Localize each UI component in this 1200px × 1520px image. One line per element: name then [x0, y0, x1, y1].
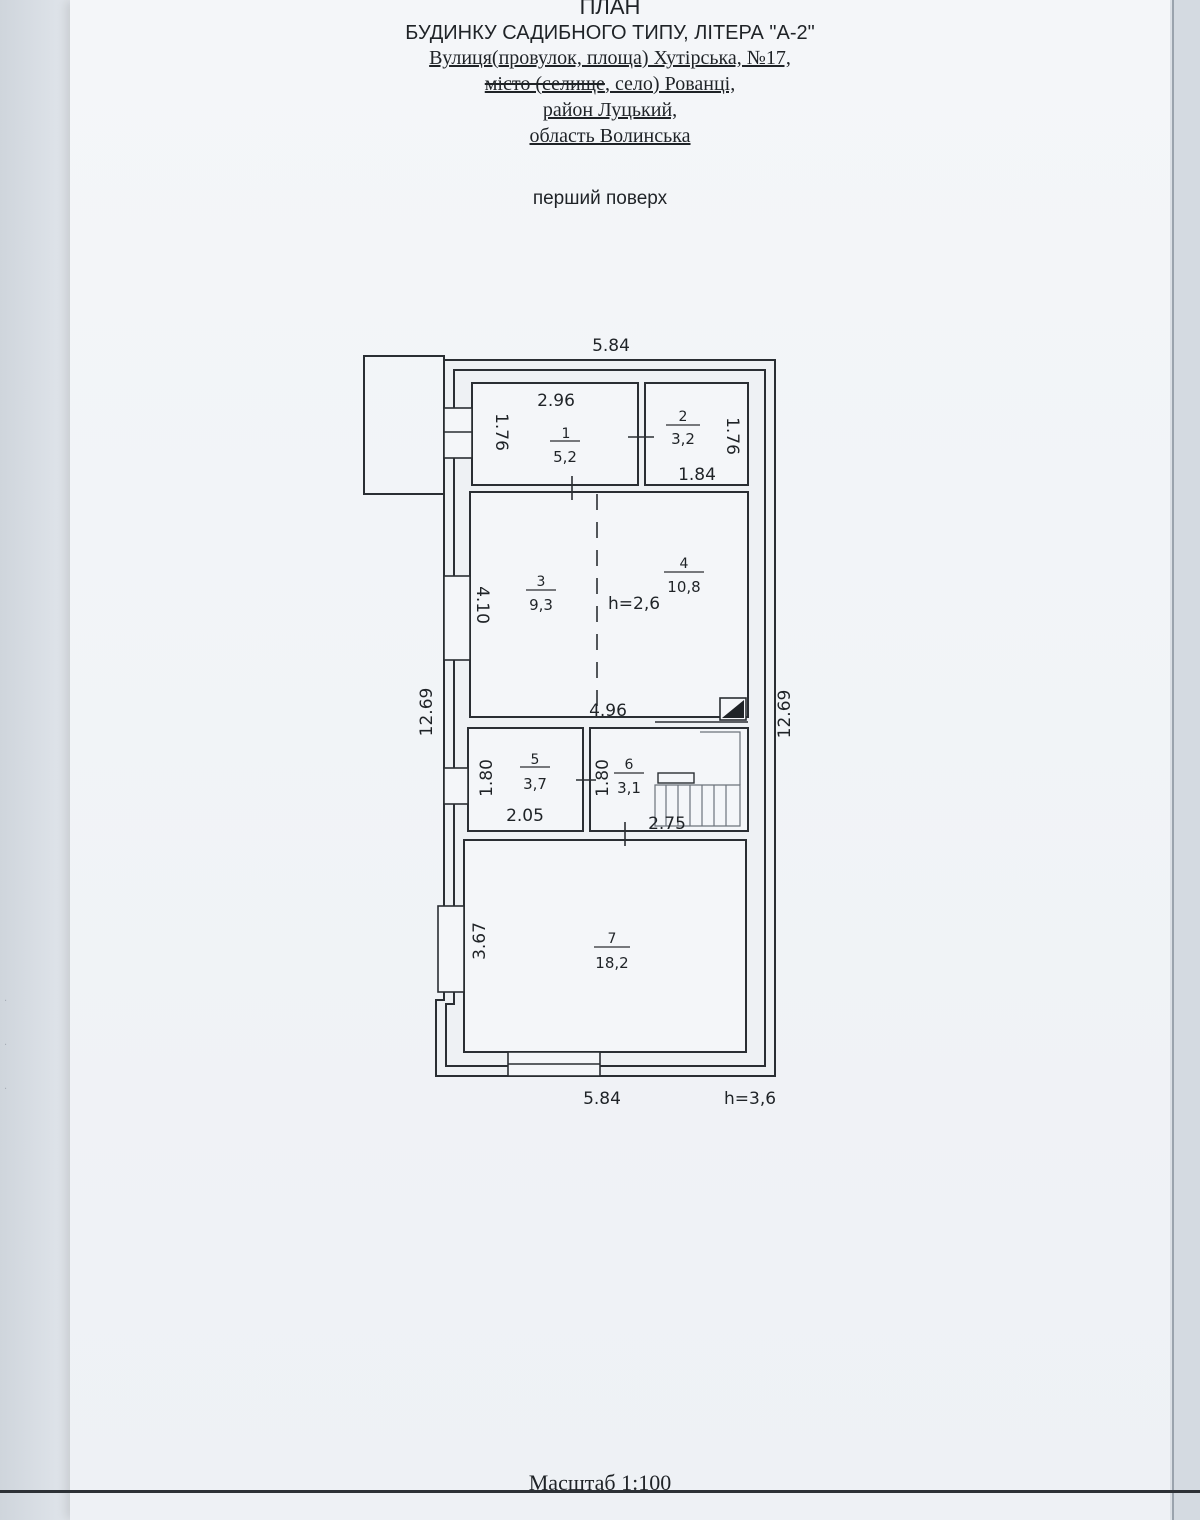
- street-text: Вулиця(провулок, площа) Хутірська, №17,: [429, 47, 791, 69]
- room-2-outline: [644, 382, 749, 486]
- room-4-area: 10,8: [667, 578, 700, 596]
- room-1-area: 5,2: [553, 448, 577, 466]
- stair-arrow: [657, 772, 695, 784]
- room-2-number: 2: [679, 409, 688, 425]
- chimney-fill: [722, 700, 744, 718]
- dim-room2-width: 1.84: [678, 465, 716, 485]
- dim-room5-width: 2.05: [506, 806, 544, 826]
- dim-mid-width: 4.96: [589, 701, 627, 721]
- dim-room6-width: 2.75: [648, 814, 686, 834]
- dim-bottom-width: 5.84: [583, 1089, 621, 1109]
- region-text: область Волинська: [529, 125, 691, 147]
- room-7-area: 18,2: [595, 954, 628, 972]
- room-6-number: 6: [625, 757, 634, 773]
- page-edge: [1172, 0, 1200, 1520]
- dim-top-width: 5.84: [592, 336, 630, 356]
- underlying-page: [0, 0, 80, 1520]
- porch: [363, 355, 445, 495]
- window-left-4: [437, 905, 465, 993]
- room-7-number: 7: [608, 931, 617, 947]
- dim-room6-height: 1.80: [593, 759, 613, 797]
- outer-wall-inner-line: [445, 369, 766, 1067]
- dim-right-height: 12.69: [775, 690, 795, 739]
- street-line: Вулиця(провулок, площа) Хутірська, №17,: [300, 45, 920, 71]
- ceiling-height-main: h=2,6: [608, 594, 660, 614]
- district-line: район Луцький,: [300, 97, 920, 123]
- room-2-area: 3,2: [671, 430, 695, 448]
- settlement-line: місто (селище, село) Рованці,: [300, 71, 920, 97]
- ceiling-height-total: h=3,6: [724, 1089, 776, 1109]
- settlement-struck: місто (селище: [484, 73, 605, 95]
- room-3-area: 9,3: [529, 596, 553, 614]
- room-4-number: 4: [680, 556, 689, 572]
- stairs: [654, 731, 741, 827]
- region-line: область Волинська: [300, 123, 920, 149]
- room-5-area: 3,7: [523, 775, 547, 793]
- dim-left-height: 12.69: [417, 688, 437, 737]
- underlying-page-marks: ···: [4, 996, 8, 1095]
- window-left-1: [443, 407, 473, 459]
- settlement-rest: , село) Рованці,: [604, 73, 736, 95]
- page-bottom-rule: [0, 1490, 1200, 1493]
- room-6-area: 3,1: [617, 779, 641, 797]
- window-left-3: [443, 767, 469, 805]
- floor-label: перший поверх: [532, 188, 668, 209]
- plan-title: ПЛАН: [579, 0, 641, 19]
- district-text: район Луцький,: [542, 99, 678, 121]
- dim-room3-height: 4.10: [472, 586, 492, 624]
- dim-room1-height: 1.76: [491, 413, 511, 451]
- dim-room7-height: 3.67: [470, 922, 490, 960]
- room-7-outline: [463, 839, 747, 1053]
- room-3-4-outline: [469, 491, 749, 718]
- room-3-number: 3: [537, 574, 546, 590]
- room-1-number: 1: [562, 426, 571, 442]
- title-block: ПЛАН БУДИНКУ САДИБНОГО ТИПУ, ЛІТЕРА "А-2…: [300, 0, 920, 149]
- room-5-outline: [467, 727, 584, 832]
- room-5-number: 5: [531, 752, 540, 768]
- building-title: БУДИНКУ САДИБНОГО ТИПУ, ЛІТЕРА "А-2": [405, 22, 815, 44]
- dim-room2-height: 1.76: [722, 417, 742, 455]
- window-left-2: [443, 575, 471, 661]
- dim-room1-width: 2.96: [537, 391, 575, 411]
- room-6-outline: [589, 727, 749, 832]
- dim-room5-height: 1.80: [477, 759, 497, 797]
